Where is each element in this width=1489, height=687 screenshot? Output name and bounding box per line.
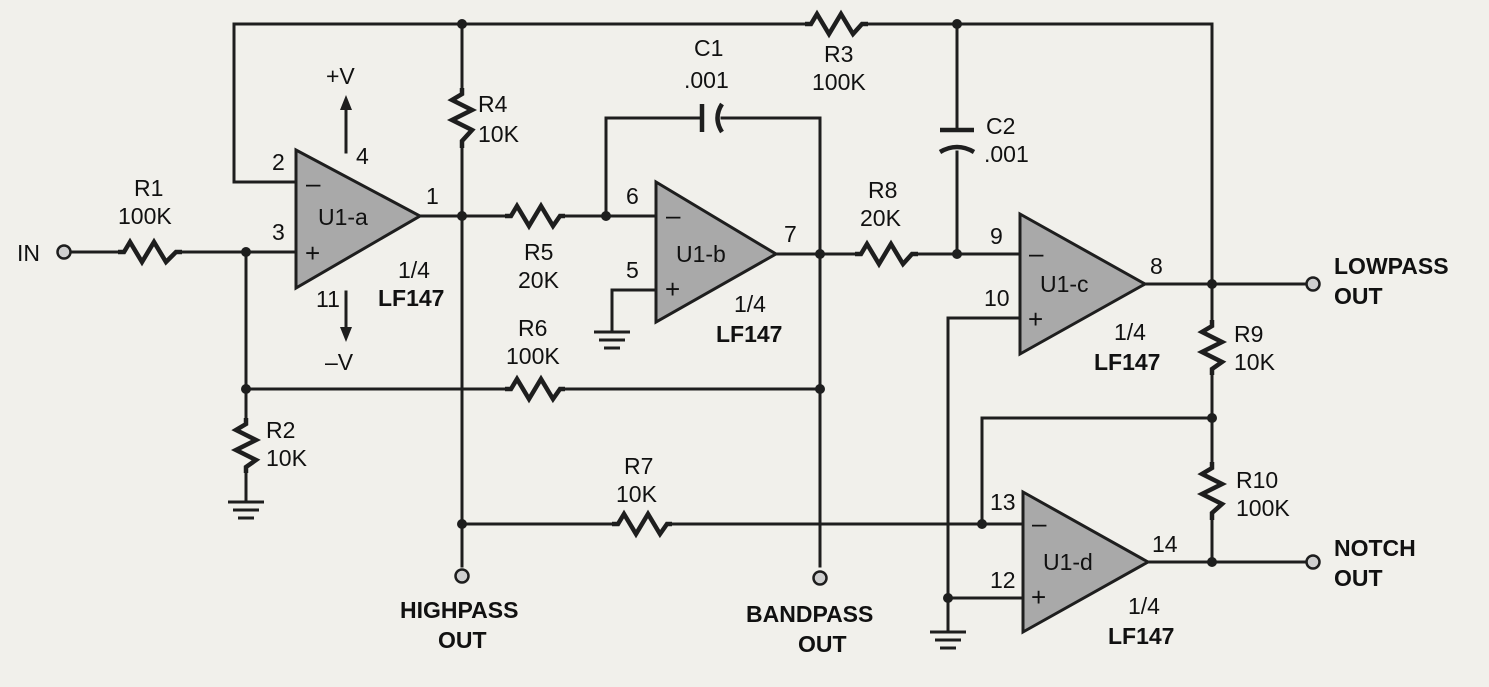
resistor-r5 — [505, 201, 565, 231]
r4-ref: R4 — [478, 91, 508, 117]
lowpass-out-label-1: LOWPASS — [1334, 253, 1449, 279]
opamp-u1b-part: LF147 — [716, 321, 782, 347]
notch-out-label-2: OUT — [1334, 565, 1383, 591]
r6-value: 100K — [506, 343, 560, 369]
highpass-out-label-1: HIGHPASS — [400, 597, 518, 623]
r10-ref: R10 — [1236, 467, 1278, 493]
opamp-u1d-fraction: 1/4 — [1128, 593, 1160, 619]
r3-value: 100K — [812, 69, 866, 95]
resistor-r2 — [230, 418, 262, 473]
r5-value: 20K — [518, 267, 560, 293]
resistor-r4 — [446, 88, 478, 148]
pin-label: 3 — [272, 219, 285, 245]
pin-label: 14 — [1152, 531, 1178, 557]
opamp-u1c: – + U1-c — [1018, 211, 1149, 357]
opamp-u1a-fraction: 1/4 — [398, 257, 430, 283]
negative-supply-label: –V — [325, 349, 354, 375]
junction-dots — [241, 19, 1217, 603]
svg-text:+: + — [665, 274, 680, 304]
svg-text:–: – — [1029, 238, 1044, 268]
r3-ref: R3 — [824, 41, 853, 67]
opamp-u1c-name: U1-c — [1040, 271, 1089, 297]
r8-value: 20K — [860, 205, 902, 231]
r10-value: 100K — [1236, 495, 1290, 521]
bandpass-out-label-1: BANDPASS — [746, 601, 873, 627]
svg-text:–: – — [1032, 508, 1047, 538]
input-terminal — [56, 244, 72, 260]
r9-ref: R9 — [1234, 321, 1263, 347]
pin-label: 4 — [356, 143, 369, 169]
resistor-r3 — [805, 9, 868, 39]
pin-label: 9 — [990, 223, 1003, 249]
svg-text:–: – — [666, 200, 681, 230]
resistor-r9 — [1196, 320, 1228, 375]
opamp-u1b-name: U1-b — [676, 241, 726, 267]
r9-value: 10K — [1234, 349, 1276, 375]
r6-ref: R6 — [518, 315, 547, 341]
pin-label: 12 — [990, 567, 1016, 593]
ground-symbol-r2 — [228, 500, 264, 520]
opamp-u1a-name: U1-a — [318, 204, 368, 230]
c2-ref: C2 — [986, 113, 1015, 139]
r2-value: 10K — [266, 445, 308, 471]
pin-label: 8 — [1150, 253, 1163, 279]
pin-label: 11 — [316, 286, 340, 312]
pin-label: 6 — [626, 183, 639, 209]
r7-value: 10K — [616, 481, 658, 507]
notch-out-terminal — [1305, 554, 1321, 570]
opamp-u1c-fraction: 1/4 — [1114, 319, 1146, 345]
lowpass-out-terminal — [1305, 276, 1321, 292]
positive-supply-arrow — [340, 95, 352, 110]
highpass-out-terminal — [454, 568, 470, 584]
svg-text:+: + — [305, 238, 320, 268]
r2-ref: R2 — [266, 417, 295, 443]
opamp-u1a-part: LF147 — [378, 285, 444, 311]
r1-ref: R1 — [134, 175, 163, 201]
resistor-r1 — [118, 237, 182, 267]
pin-label: 13 — [990, 489, 1016, 515]
pin-label: 7 — [784, 221, 797, 247]
bandpass-out-terminal — [812, 570, 828, 586]
c2-value: .001 — [984, 141, 1029, 167]
capacitor-c1 — [699, 102, 724, 134]
ground-symbol-u1b — [594, 330, 630, 350]
opamp-u1d-part: LF147 — [1108, 623, 1174, 649]
r5-ref: R5 — [524, 239, 553, 265]
resistor-r8 — [855, 239, 918, 269]
r8-ref: R8 — [868, 177, 897, 203]
bandpass-out-label-2: OUT — [798, 631, 847, 657]
pin-label: 2 — [272, 149, 285, 175]
input-label: IN — [17, 240, 40, 266]
opamp-u1b: – + U1-b — [654, 179, 779, 325]
capacitor-c2 — [938, 127, 976, 154]
pin-label: 10 — [984, 285, 1010, 311]
c1-ref: C1 — [694, 35, 723, 61]
r4-value: 10K — [478, 121, 520, 147]
opamp-u1d-name: U1-d — [1043, 549, 1093, 575]
r7-ref: R7 — [624, 453, 653, 479]
resistor-r10 — [1196, 462, 1228, 520]
pin-label: 1 — [426, 183, 439, 209]
opamp-u1d: – + U1-d — [1021, 489, 1152, 635]
highpass-out-label-2: OUT — [438, 627, 487, 653]
c1-value: .001 — [684, 67, 729, 93]
opamp-u1b-fraction: 1/4 — [734, 291, 766, 317]
lowpass-out-label-2: OUT — [1334, 283, 1383, 309]
opamp-u1a: – + U1-a — [294, 147, 424, 291]
notch-out-label-1: NOTCH — [1334, 535, 1416, 561]
pin-label: 5 — [626, 257, 639, 283]
opamp-u1c-part: LF147 — [1094, 349, 1160, 375]
svg-text:–: – — [306, 168, 321, 198]
ground-symbol-u1cd — [930, 630, 966, 650]
r1-value: 100K — [118, 203, 172, 229]
negative-supply-arrow — [340, 327, 352, 342]
positive-supply-label: +V — [326, 63, 355, 89]
svg-text:+: + — [1031, 582, 1046, 612]
resistor-r7 — [612, 509, 672, 539]
svg-text:+: + — [1028, 304, 1043, 334]
resistor-r6 — [505, 374, 565, 404]
